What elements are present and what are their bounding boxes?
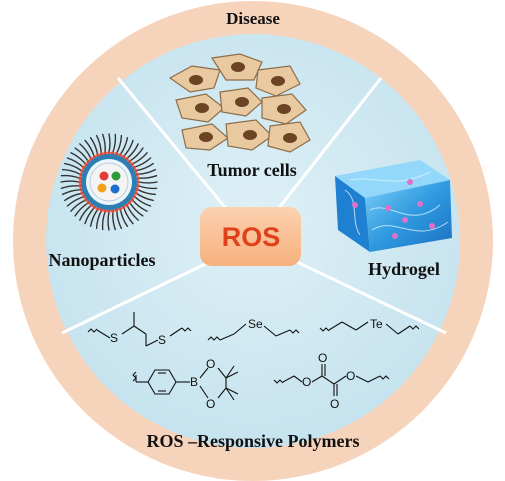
micelle-lipid-tail	[70, 199, 86, 212]
micelle-lipid-tail	[116, 210, 123, 230]
micelle-lipid-tail	[123, 139, 134, 157]
micelle-lipid-tail	[136, 192, 154, 202]
disease-label: Disease	[226, 9, 280, 28]
oxalate-o3: O	[330, 397, 339, 411]
micelle-lipid-tail	[138, 175, 158, 179]
selenide-structure	[207, 323, 300, 341]
micelle-lipid-tail	[137, 189, 157, 196]
micelle-lipid-tail	[129, 147, 144, 162]
thioether-s1: S	[110, 331, 118, 345]
micelle-lipid-tail	[84, 207, 95, 225]
boronate-o1: O	[206, 357, 215, 371]
oxalate-o2: O	[318, 351, 327, 365]
micelle-head-group	[78, 176, 82, 180]
micelle-lipid-tail	[79, 205, 92, 221]
selenide-se: Se	[248, 317, 263, 331]
micelle-lipid-tail	[129, 202, 144, 217]
micelle-lipid-tail	[64, 162, 82, 172]
micelle-head-group	[111, 209, 115, 213]
micelle-lipid-tail	[60, 174, 80, 179]
micelle-head-group	[136, 180, 140, 184]
micelle-lipid-tail	[84, 139, 95, 157]
micelle-lipid-tail	[102, 133, 106, 153]
ros-responsive-polymers-label: ROS –Responsive Polymers	[147, 431, 360, 451]
oxalate-o1: O	[302, 375, 311, 389]
micelle-head-group	[78, 184, 82, 188]
micelle-lipid-tail	[95, 134, 102, 154]
micelle-lipid-tail	[95, 210, 102, 230]
micelle-lipid-tail	[112, 133, 117, 153]
micelle-lipid-tail	[138, 181, 158, 184]
micelle-lipid-tail	[66, 196, 84, 207]
micelle-lipid-tail	[116, 134, 123, 154]
micelle-lipid-tail	[136, 162, 154, 172]
micelle-lipid-tail	[74, 202, 89, 217]
tumor-cells-illustration	[168, 53, 311, 153]
boronate-o2: O	[206, 397, 215, 411]
micelle-lipid-tail	[119, 137, 129, 155]
micelle-lipid-tail	[126, 205, 139, 221]
micelle-head-group	[111, 151, 115, 155]
micelle-lipid-tail	[79, 143, 92, 159]
micelle-lipid-tail	[74, 147, 89, 162]
micelle-head-group	[107, 151, 111, 155]
micelle-lipid-tail	[119, 209, 129, 227]
ros-center-box	[200, 207, 301, 266]
micelle-lipid-tail	[107, 211, 110, 231]
micelle-lipid-tail	[70, 152, 86, 165]
micelle-lipid-tail	[101, 211, 106, 231]
micelle-lipid-tail	[108, 133, 111, 153]
hydrogel-label: Hydrogel	[368, 259, 440, 279]
hydrogel-block-illustration	[335, 160, 452, 252]
thioether-structure	[87, 312, 192, 347]
micelle-lipid-tail	[137, 168, 157, 175]
micelle-lipid-tail	[60, 180, 80, 183]
micelle-head-group	[136, 184, 140, 188]
micelle-lipid-tail	[89, 137, 99, 155]
micelle-head-group	[107, 209, 111, 213]
ros-center-label: ROS	[222, 222, 281, 252]
micelle-lipid-tail	[132, 152, 148, 165]
tumor-cells-label: Tumor cells	[207, 160, 297, 180]
micelle-lipid-tail	[61, 189, 81, 196]
micelle-lipid-tail	[61, 168, 81, 175]
telluride-structure	[319, 321, 420, 335]
micelle-head-group	[136, 176, 140, 180]
nanoparticle-micelle-illustration	[60, 133, 158, 231]
oxalate-o4: O	[346, 369, 355, 383]
micelle-head-group	[78, 180, 82, 184]
micelle-lipid-tail	[126, 143, 139, 159]
micelle-lipid-tail	[64, 192, 82, 202]
micelle-lipid-tail	[134, 196, 152, 207]
telluride-te: Te	[370, 317, 383, 331]
nanoparticles-label: Nanoparticles	[49, 250, 156, 270]
micelle-lipid-tail	[123, 207, 134, 225]
micelle-lipid-tail	[112, 211, 116, 231]
oxalate-structure	[273, 364, 390, 396]
thioether-s2: S	[158, 333, 166, 347]
micelle-head-group	[103, 209, 107, 213]
micelle-lipid-tail	[132, 199, 148, 212]
micelle-lipid-tail	[66, 157, 84, 168]
micelle-lipid-tail	[89, 209, 99, 227]
boronate-ester-structure	[132, 365, 239, 401]
micelle-lipid-tail	[138, 185, 158, 190]
micelle-lipid-tail	[134, 157, 152, 168]
micelle-lipid-tail	[60, 185, 80, 189]
micelle-head-group	[103, 151, 107, 155]
boronate-b: B	[190, 375, 198, 389]
